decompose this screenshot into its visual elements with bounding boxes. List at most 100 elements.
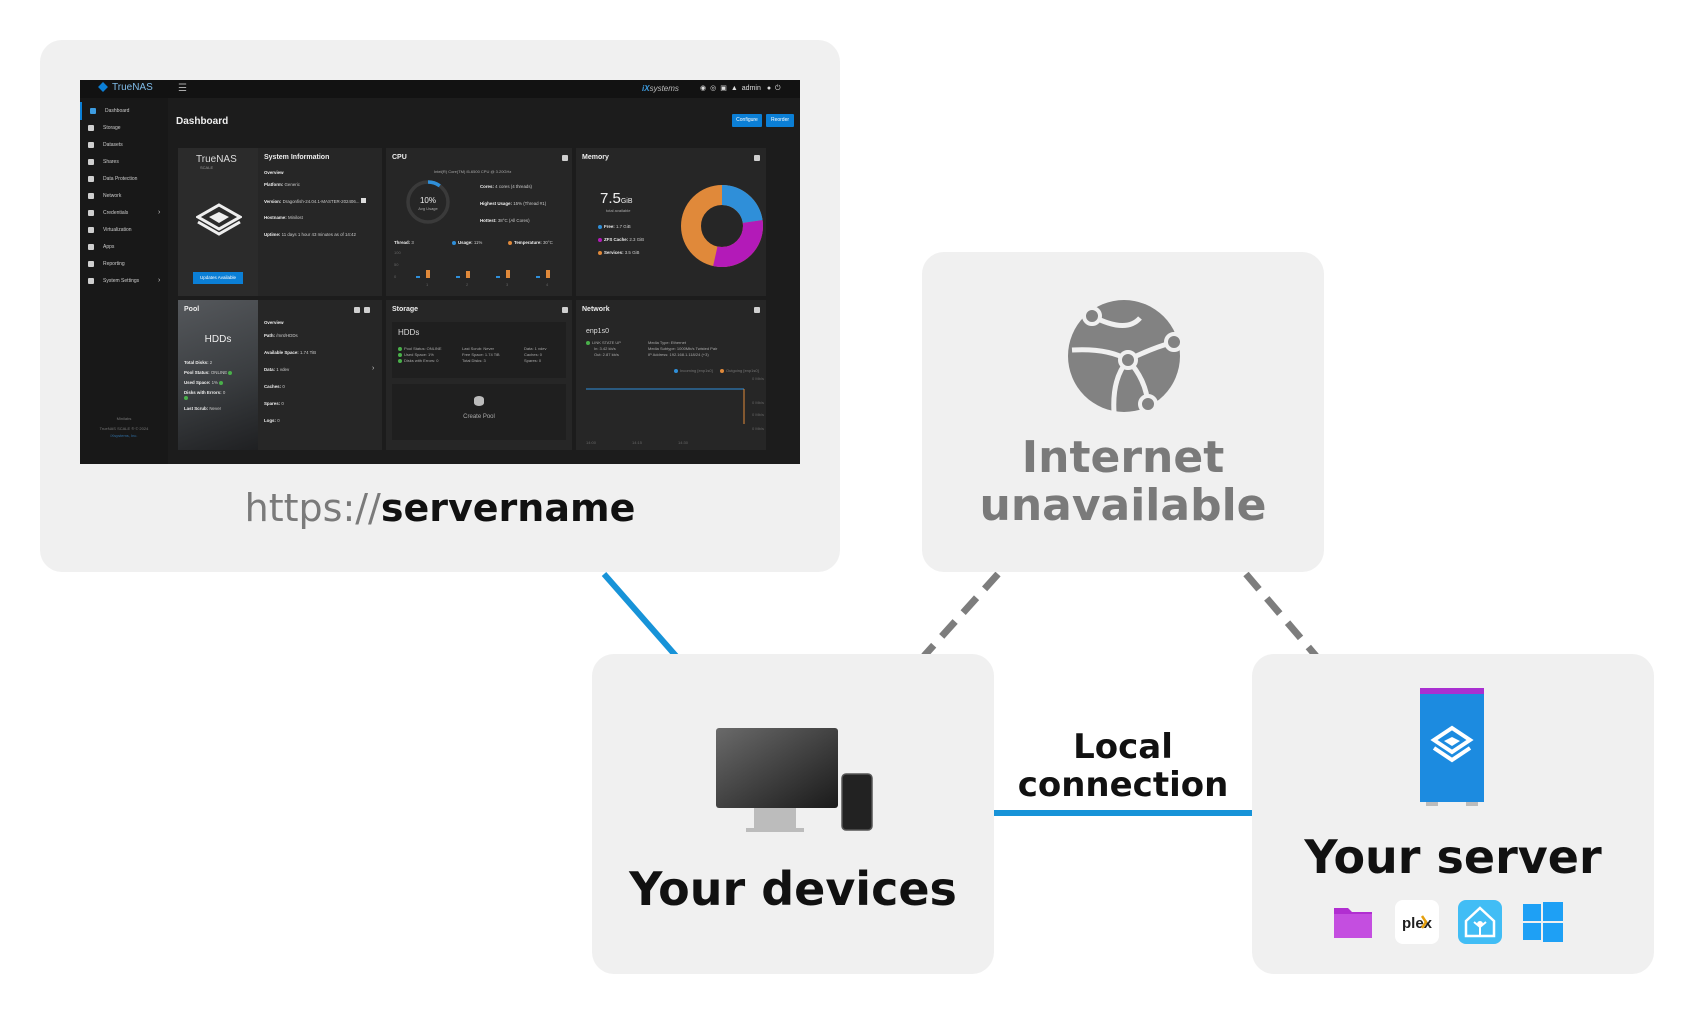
- memory-panel: Memory 7.5GiB total available Free: 1.7 …: [576, 148, 766, 296]
- bell-icon[interactable]: ▲: [730, 85, 738, 92]
- sidebar-company[interactable]: iXsystems, Inc.: [110, 433, 138, 438]
- version-value: Dragonfish-24.04.1-MASTER-202406...: [282, 199, 360, 204]
- create-pool-card[interactable]: Create Pool: [392, 384, 566, 440]
- network-x-3: 14:30: [678, 440, 689, 445]
- nav-apps[interactable]: Apps: [80, 238, 168, 256]
- internet-unavailable-label: Internet unavailable: [922, 434, 1324, 530]
- url-host: servername: [380, 486, 636, 530]
- hostname-value: Minilost: [287, 215, 303, 220]
- pool-data-value: 1 vdev: [276, 367, 290, 372]
- clipboard-icon[interactable]: ▣: [720, 85, 727, 92]
- platform-key: Platform:: [264, 182, 284, 187]
- configure-button[interactable]: Configure: [732, 114, 762, 127]
- pool-path-value: /mnt/HDDs: [276, 333, 298, 338]
- overview-label: Overview: [264, 170, 284, 175]
- nav-dashboard[interactable]: Dashboard: [80, 102, 170, 120]
- nav-storage[interactable]: Storage: [80, 119, 168, 137]
- highest-value: 15% (Thread #1): [513, 201, 547, 206]
- truenas-brand-sub: SCALE: [200, 165, 214, 170]
- uptime-key: Uptime:: [264, 232, 281, 237]
- truenas-brand: TrueNAS: [196, 154, 237, 165]
- pool-available-value: 1.74 TiB: [299, 350, 317, 355]
- storage-last-scrub: Last Scrub: Never: [462, 346, 495, 351]
- network-legend-in: Incoming [enp1s0]: [680, 368, 713, 373]
- network-x-2: 14:15: [632, 440, 643, 445]
- network-report-icon[interactable]: [754, 307, 760, 313]
- copy-icon[interactable]: [360, 198, 366, 203]
- pool-last-scrub-key: Last Scrub:: [184, 406, 209, 411]
- nav-credentials[interactable]: Credentials›: [80, 204, 168, 222]
- pool-disk-errors-key: Disks with Errors:: [184, 390, 222, 395]
- memory-title: Memory: [582, 154, 609, 161]
- sidebar: Dashboard Storage Datasets Shares Data P…: [80, 98, 168, 464]
- storage-pool-card[interactable]: HDDs Pool Status: ONLINE Used Space: 1% …: [392, 322, 566, 378]
- network-panel: Network enp1s0 LINK STATE UP In: 3.42 kb…: [576, 300, 766, 450]
- truenas-server-icon: [1420, 688, 1484, 806]
- menu-icon[interactable]: ☰: [178, 83, 187, 94]
- url-to-devices-link: [601, 572, 679, 658]
- zfs-key: ZFS Cache:: [604, 237, 629, 242]
- memory-total-label: total available: [606, 208, 631, 213]
- network-y-3: 0 Mb/s: [752, 412, 765, 417]
- free-value: 1.7 GiB: [615, 224, 631, 229]
- storage-caches: Caches: 0: [524, 352, 543, 357]
- temp-value: 30°C: [542, 240, 553, 245]
- account-icon[interactable]: ●: [766, 85, 772, 92]
- sidebar-copyright: TrueNAS SCALE ® © 2024: [99, 426, 149, 431]
- jobs-icon[interactable]: ◎: [710, 85, 717, 92]
- network-y-1: 0 Mb/s: [752, 376, 765, 381]
- cpu-axis-0: 0: [394, 274, 397, 279]
- reorder-button[interactable]: Reorder: [766, 114, 794, 127]
- hottest-value: 38°C (All Cores): [497, 218, 530, 223]
- devices-label: Your devices: [629, 862, 957, 916]
- nav-data-protection[interactable]: Data Protection: [80, 170, 168, 188]
- plex-text: plex: [1402, 915, 1433, 932]
- pool-dataset-icon[interactable]: [354, 307, 360, 313]
- cpu-report-icon[interactable]: [562, 155, 568, 161]
- uptime-value: 11 days 1 hour 43 minutes as of 14:42: [281, 232, 356, 237]
- services-value: 3.5 GiB: [624, 250, 640, 255]
- hottest-key: Hottest:: [480, 218, 497, 223]
- url-prefix: https://: [244, 486, 381, 530]
- updates-available-button[interactable]: Updates Available: [193, 272, 243, 284]
- pool-title: Pool: [184, 306, 200, 313]
- nav-network[interactable]: Network: [80, 187, 168, 205]
- nav-datasets[interactable]: Datasets: [80, 136, 168, 154]
- pool-path-key: Path:: [264, 333, 275, 338]
- nav-reporting[interactable]: Reporting: [80, 255, 168, 273]
- free-key: Free:: [604, 224, 615, 229]
- hostname-key: Hostname:: [264, 215, 287, 220]
- admin-user[interactable]: admin: [741, 85, 761, 92]
- power-icon[interactable]: ⏻: [775, 85, 781, 92]
- thread-value: 3: [411, 240, 414, 245]
- nav-virtualization[interactable]: Virtualization: [80, 221, 168, 239]
- plex-icon: plex: [1395, 900, 1439, 944]
- local-connection-label: Local connection: [1010, 728, 1236, 804]
- storage-pool-status: Pool Status: ONLINE: [404, 346, 442, 351]
- cpu-tick-4: 4: [546, 282, 549, 287]
- pool-disk-errors-value: 0: [222, 390, 226, 395]
- network-title: Network: [582, 306, 610, 313]
- storage-report-icon[interactable]: [562, 307, 568, 313]
- pool-overview-label: Overview: [264, 320, 284, 325]
- platform-value: Generic: [284, 182, 300, 187]
- cpu-model: Intel(R) Core(TM) i5-6500 CPU @ 3.20GHz: [434, 169, 512, 174]
- memory-report-icon[interactable]: [754, 155, 760, 161]
- temp-key: Temperature:: [514, 240, 542, 245]
- storage-disk-errors: Disks with Errors: 0: [404, 358, 439, 363]
- local-line2: connection: [1017, 765, 1229, 805]
- cores-key: Cores:: [480, 184, 494, 189]
- cpu-tick-1: 1: [426, 282, 429, 287]
- truecommand-icon[interactable]: ◉: [700, 85, 707, 92]
- nav-shares[interactable]: Shares: [80, 153, 168, 171]
- version-key: Version:: [264, 199, 282, 204]
- network-x-1: 14:00: [586, 440, 597, 445]
- pool-panel: Pool HDDs Total Disks: 2 Pool Status: ON…: [178, 300, 382, 450]
- pool-report-icon[interactable]: [364, 307, 370, 313]
- zfs-value: 2.3 GiB: [629, 237, 645, 242]
- pool-data-chevron-icon[interactable]: ›: [372, 365, 375, 372]
- thread-key: Thread:: [394, 240, 411, 245]
- top-icons: ◉◎▣▲admin ●⏻: [700, 84, 785, 93]
- nav-system-settings[interactable]: System Settings›: [80, 272, 168, 290]
- usage-key: Usage:: [458, 240, 473, 245]
